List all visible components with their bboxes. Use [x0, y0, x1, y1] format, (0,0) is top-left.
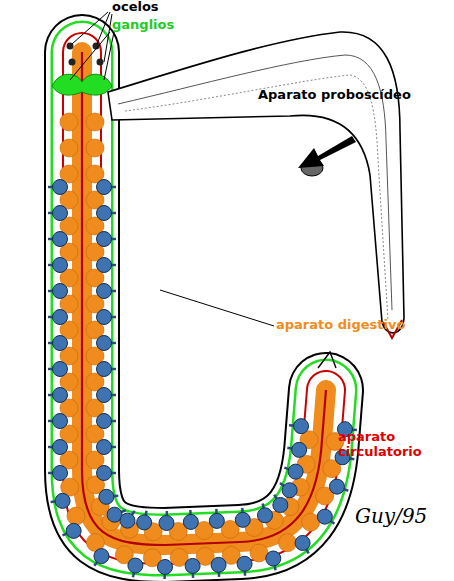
gonad [66, 523, 81, 538]
part-label: aparato circulatorio [338, 430, 422, 460]
gonad [97, 206, 112, 221]
proboscis-sheath [108, 32, 404, 333]
gonad [329, 479, 344, 494]
gut-lobe [86, 113, 104, 131]
gonad [55, 493, 70, 508]
gonad [53, 414, 68, 429]
gonad [94, 549, 109, 564]
gonad [97, 180, 112, 195]
gonad [99, 489, 114, 504]
tail-tip [318, 352, 336, 368]
gonad [211, 557, 226, 572]
gonad [53, 465, 68, 480]
gonad [257, 508, 272, 523]
gonad [159, 515, 174, 530]
gonad [128, 558, 143, 573]
gonad [237, 556, 252, 571]
gonad [209, 513, 224, 528]
gut-lobe [279, 534, 297, 552]
gonad [53, 440, 68, 455]
proboscis-tube [125, 75, 388, 320]
gonad [183, 514, 198, 529]
gut-lobe [60, 113, 78, 131]
part-label: Guy/95 [355, 505, 427, 528]
gonad [266, 551, 281, 566]
body-layer [82, 52, 326, 545]
gonad [185, 558, 200, 573]
gonad [120, 513, 135, 528]
body-layer [82, 52, 326, 545]
gonad [53, 232, 68, 247]
gonad [97, 258, 112, 273]
gonad [294, 419, 309, 434]
gonad [282, 483, 297, 498]
gonads [48, 180, 357, 579]
body-layer [82, 52, 326, 545]
gonad [53, 206, 68, 221]
gonad [97, 465, 112, 480]
gonad [137, 515, 152, 530]
ganglion [52, 74, 112, 95]
gonad [288, 464, 303, 479]
gut-lobe [86, 139, 104, 157]
part-label: Aparato proboscídeo [258, 88, 411, 103]
gonad [317, 509, 332, 524]
part-label: ocelos [112, 0, 159, 15]
part-label: aparato digestivo [276, 318, 405, 333]
gonad [53, 336, 68, 351]
gonad [97, 362, 112, 377]
gonad [97, 414, 112, 429]
body-layer [82, 52, 326, 545]
gonad [53, 310, 68, 325]
gonad [97, 232, 112, 247]
proboscis [108, 32, 404, 338]
ocellus [97, 59, 104, 66]
body-layer [82, 52, 326, 545]
gonad [53, 258, 68, 273]
gonad [53, 284, 68, 299]
gut-lobe [67, 507, 85, 525]
centerline [82, 52, 326, 545]
ocellus [69, 59, 76, 66]
gonad [53, 180, 68, 195]
gonad [53, 362, 68, 377]
gonad [53, 387, 68, 402]
pointer-arrow [298, 136, 356, 168]
leader-lines [70, 12, 274, 326]
gonad [295, 535, 310, 550]
gut-lobes [60, 113, 344, 567]
part-label: ganglios [112, 18, 174, 33]
worm-body [48, 43, 357, 579]
gonad [97, 388, 112, 403]
gonad [97, 284, 112, 299]
body-layer [82, 52, 326, 545]
gonad [273, 497, 288, 512]
gonad [97, 440, 112, 455]
dorsal-vessel [82, 52, 326, 545]
body-layer [82, 52, 326, 545]
gonad [157, 559, 172, 574]
gonad [97, 310, 112, 325]
gonad [97, 336, 112, 351]
gonad [292, 442, 307, 457]
gonad [235, 512, 250, 527]
gut-lobe [60, 139, 78, 157]
